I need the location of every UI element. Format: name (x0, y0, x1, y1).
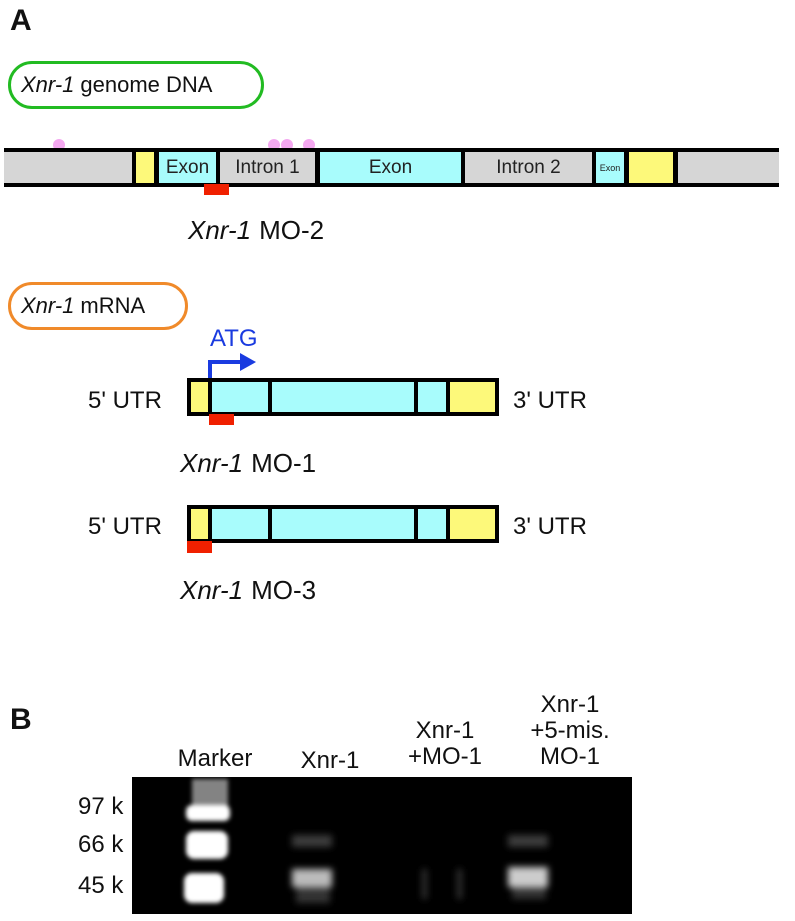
genome-utr3 (629, 152, 673, 183)
lane-line (160, 720, 270, 746)
panel-b-label: B (10, 703, 32, 736)
mo-name: MO-3 (251, 575, 317, 605)
lane-label-xnr1: Xnr-1 (280, 696, 380, 774)
mw-66k: 66 k (78, 831, 124, 858)
xnr1-lane (292, 835, 332, 903)
gene-name: Xnr-1 (180, 448, 244, 478)
utr5-label: 5' UTR (88, 387, 162, 414)
xnr1-mo1-lane (422, 869, 462, 899)
genome-exon-2: Exon (320, 152, 461, 183)
genome-intron-1: Intron 1 (220, 152, 315, 183)
lane-line: Xnr-1 (540, 691, 600, 718)
mrna-exon-3 (418, 509, 446, 539)
lane-line (160, 694, 270, 720)
lane-line: Xnr-1 (415, 717, 475, 744)
gene-name: Xnr-1 (188, 215, 252, 245)
lane-label-xnr1-mo1: Xnr-1 +MO-1 (390, 692, 500, 770)
genome-flank-right (678, 152, 779, 183)
genome-intron-2: Intron 2 (465, 152, 592, 183)
lane-label-xnr1-5mis-mo1: Xnr-1 +5-mis. MO-1 (510, 692, 630, 770)
genome-utr5 (136, 152, 154, 183)
mw-45k: 45 k (78, 872, 124, 899)
lane-line: MO-1 (540, 743, 600, 770)
mo-name: MO-1 (251, 448, 317, 478)
marker-band-66k (186, 831, 228, 859)
lane-line: Xnr-1 (300, 747, 360, 774)
mo2-binding-site (204, 184, 229, 195)
genome-dna-pill: Xnr-1 genome DNA (8, 61, 264, 109)
mrna-exon-1 (212, 509, 268, 539)
mrna-utr3 (450, 382, 495, 412)
lane-label-marker: Marker (160, 694, 270, 772)
marker-band-97k (186, 805, 230, 821)
lane-line (280, 696, 380, 722)
lane-line: +MO-1 (407, 743, 482, 770)
mw-97k: 97 k (78, 793, 124, 820)
atg-label: ATG (210, 325, 258, 352)
gene-name: Xnr-1 (21, 72, 75, 97)
gene-name: Xnr-1 (180, 575, 244, 605)
lane-line: Marker (177, 745, 253, 772)
utr3-label: 3' UTR (513, 387, 587, 414)
mrna-pill: Xnr-1 mRNA (8, 282, 188, 330)
utr3-label: 3' UTR (513, 513, 587, 540)
atg-arrow-icon (208, 353, 256, 380)
lane-line (280, 722, 380, 748)
gel-image (132, 777, 632, 914)
marker-lane (184, 779, 230, 903)
mrna-exon-2 (272, 382, 414, 412)
xnr1-band-45k (292, 869, 332, 887)
mo-name: MO-2 (259, 215, 325, 245)
mrna-exon-1 (212, 382, 268, 412)
marker-band-45k (184, 873, 224, 903)
lane-line: +5-mis. (530, 717, 610, 744)
mrna-utr5 (191, 509, 208, 539)
mo3-binding-site (187, 541, 212, 553)
genome-exon-3: Exon (596, 152, 624, 183)
mo1-binding-site (209, 414, 234, 425)
genome-exon-1: Exon (159, 152, 216, 183)
utr5-label: 5' UTR (88, 513, 162, 540)
xnr1-5mis-band-45k (508, 867, 548, 887)
gene-name: Xnr-1 (21, 293, 75, 318)
panel-a-label: A (10, 4, 32, 37)
mrna-exon-3 (418, 382, 446, 412)
pill-text: genome DNA (80, 72, 213, 97)
mrna-utr5 (191, 382, 208, 412)
genome-flank-left (4, 152, 132, 183)
mrna-exon-2 (272, 509, 414, 539)
xnr1-5mis-lane (508, 835, 548, 899)
lane-line (390, 692, 500, 718)
mrna-utr3 (450, 509, 495, 539)
pill-text: mRNA (80, 293, 146, 318)
